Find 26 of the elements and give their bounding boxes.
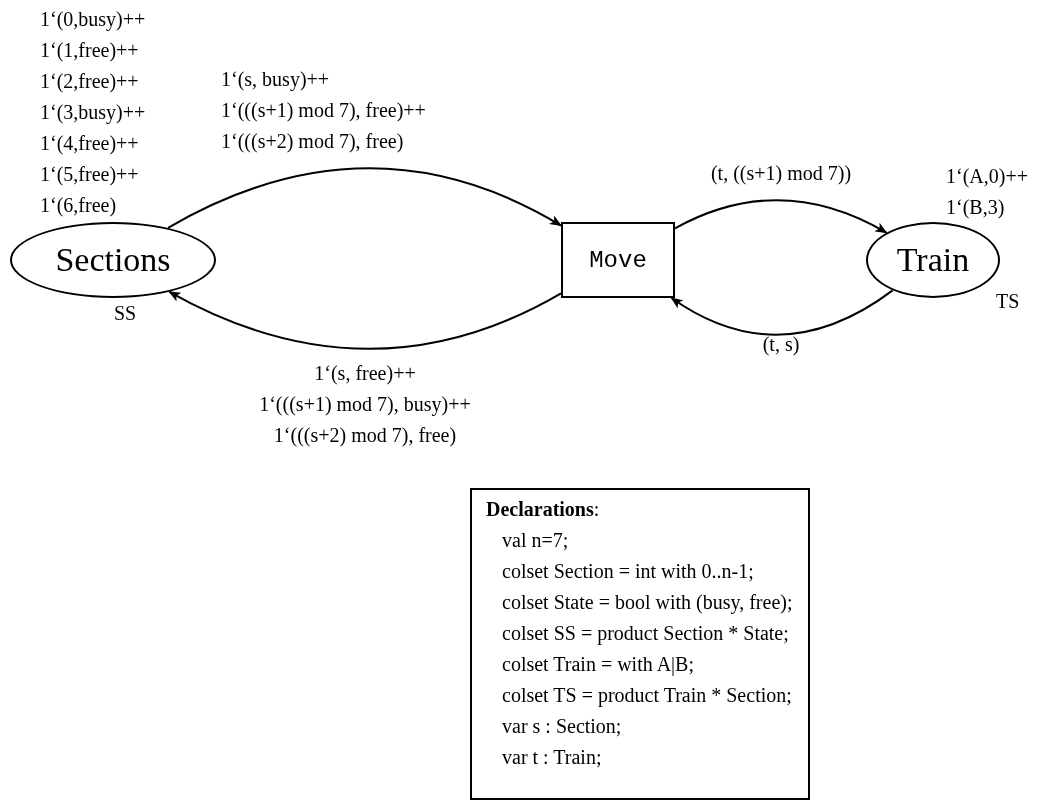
transition-name: Move — [589, 246, 647, 274]
declaration-line: var s : Section; — [501, 714, 623, 739]
arc-inscription: (t, s) — [762, 332, 800, 358]
arc-arrow — [167, 167, 562, 229]
initial-marking: 1‘(A,0)++ 1‘(B,3) — [946, 164, 1028, 221]
place-name: Sections — [55, 243, 171, 277]
transition-box — [561, 222, 675, 298]
arc-arrow — [168, 290, 562, 350]
declarations-box — [470, 488, 810, 800]
arc-arrow — [674, 199, 888, 234]
declaration-line: colset Train = with A|B; — [501, 652, 695, 678]
arc-inscription: 1‘(s, busy)++ 1‘(((s+1) mod 7), free)++ 1‘(((s+2) mod 7), free) — [221, 67, 426, 155]
declaration-line: colset TS = product Train * Section; — [501, 683, 793, 709]
declaration-line: colset Section = int with 0..n-1; — [501, 559, 755, 584]
colour-set-label: TS — [996, 289, 1020, 314]
arc-inscription: 1‘(s, free)++ 1‘(((s+1) mod 7), busy)++ 1‘(((s+2) mod 7), free) — [259, 361, 471, 449]
declaration-line: colset SS = product Section * State; — [501, 621, 790, 647]
declaration-line: val n=7; — [501, 528, 570, 553]
initial-marking: 1‘(0,busy)++ 1‘(1,free)++ 1‘(2,free)++ 1‘(3,busy)++ 1‘(4,free)++ 1‘(5,free)++ 1‘(6,free) — [40, 7, 146, 219]
colour-set-label: SS — [114, 301, 137, 326]
place-name: Train — [896, 243, 970, 277]
declarations-heading: Declarations: — [485, 497, 601, 522]
declaration-line: var t : Train; — [501, 745, 603, 770]
declaration-line: colset State = bool with (busy, free); — [501, 590, 794, 616]
arc-inscription: (t, ((s+1) mod 7)) — [710, 161, 852, 187]
arc-arrow — [670, 289, 894, 336]
